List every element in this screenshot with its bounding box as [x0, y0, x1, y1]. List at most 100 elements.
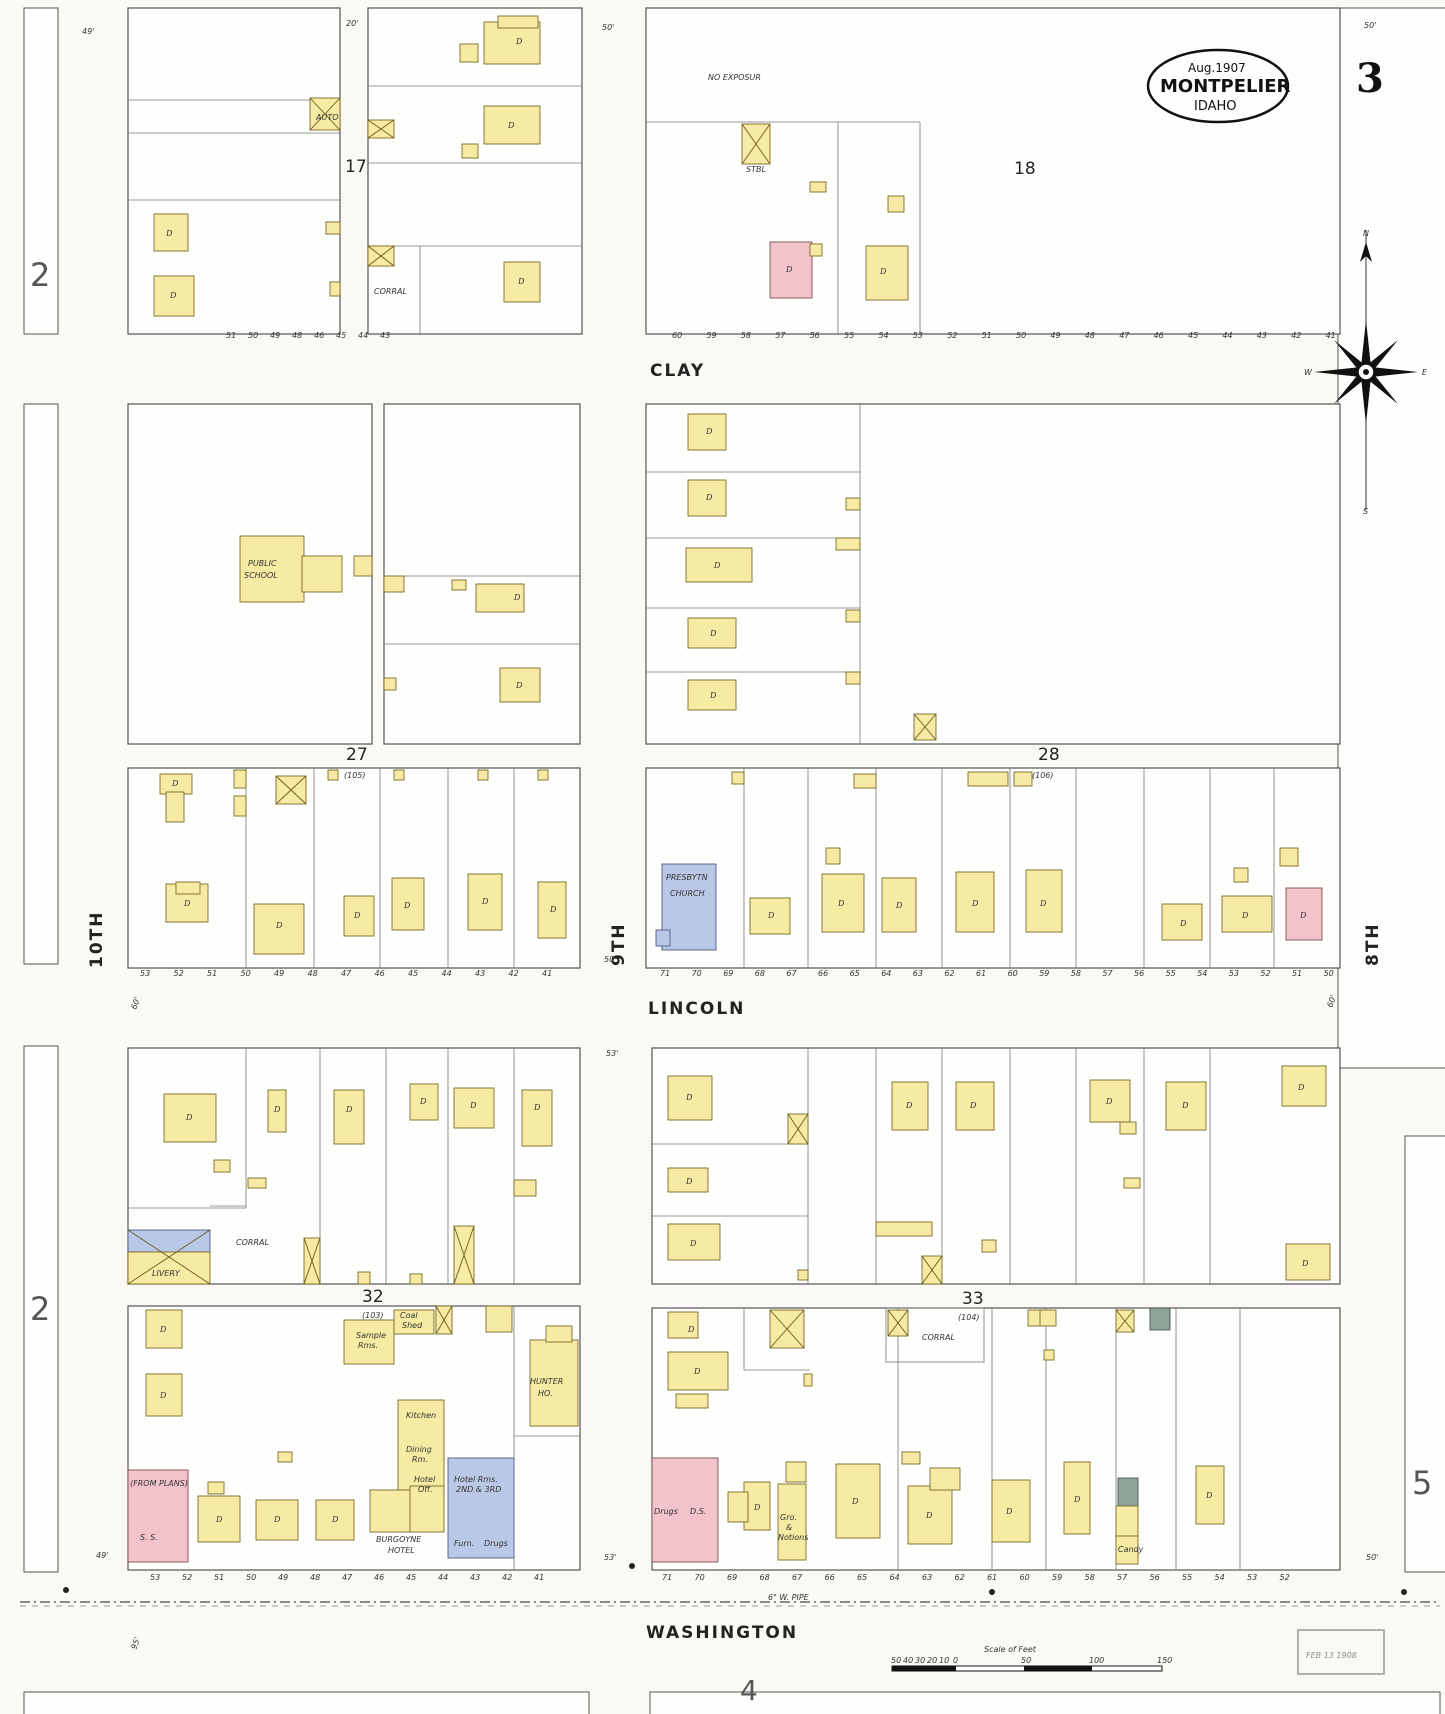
adjacent-block-left-mid [23, 403, 59, 965]
sample-rms-label-1: Sample [356, 1331, 386, 1340]
lot-number: 60 [1008, 969, 1018, 978]
adjacent-block-right-bottom [1404, 1135, 1445, 1573]
hydrant [629, 1563, 635, 1569]
lot-number: 63 [913, 969, 923, 978]
lot-number: 47 [1119, 331, 1130, 340]
dwelling-marker: D [1005, 1507, 1013, 1516]
lot-number: 55 [1166, 969, 1176, 978]
dining-rm-label-1: Dining [406, 1445, 432, 1454]
lot-number: 69 [727, 1573, 737, 1582]
scale-tick-label: 20 [927, 1656, 937, 1665]
lot-number: 44 [1222, 331, 1232, 340]
block-33-north [651, 1047, 1341, 1285]
lot-number: 62 [944, 969, 954, 978]
lot-number: 41 [534, 1573, 544, 1582]
lot-number: 57 [775, 331, 786, 340]
livery-label: LIVERY [152, 1269, 181, 1278]
lot-number: 68 [760, 1573, 770, 1582]
dwelling-marker: D [169, 291, 177, 300]
lot-number: 52 [182, 1573, 192, 1582]
lot-number: 52 [174, 969, 184, 978]
coal-shed-label-2: Shed [402, 1321, 423, 1330]
lot-number: 44 [442, 969, 452, 978]
lot-number: 41 [542, 969, 552, 978]
lot-number: 42 [509, 969, 519, 978]
dwelling-marker: D [709, 691, 717, 700]
drugs-label-33: Drugs [654, 1507, 678, 1516]
adjacent-block-left-top [23, 7, 59, 335]
lot-number: 48 [310, 1573, 320, 1582]
lot-number: 45 [1188, 331, 1198, 340]
lot-number: 47 [341, 969, 352, 978]
width-label: 49' [82, 27, 94, 36]
no-exposure-note: NO EXPOSUR [708, 73, 761, 82]
burgoyne-hotel-label-2: HOTEL [388, 1546, 415, 1555]
lot-number: 58 [741, 331, 751, 340]
lot-number: 51 [214, 1573, 224, 1582]
lot-number: 56 [1134, 969, 1144, 978]
lot-number: 49 [278, 1573, 288, 1582]
lot-number: 49 [270, 331, 280, 340]
lot-number: 65 [850, 969, 860, 978]
lot-number: 51 [982, 331, 992, 340]
dwelling-marker: D [517, 277, 525, 286]
dwelling-marker: D [709, 629, 717, 638]
dwelling-marker: D [685, 1177, 693, 1186]
lot-number: 46 [1154, 331, 1164, 340]
street-lincoln: LINCOLN [648, 999, 745, 1019]
dwelling-marker: D [171, 779, 179, 788]
lot-number: 48 [1085, 331, 1095, 340]
block-17 [127, 7, 583, 335]
lot-number: 61 [976, 969, 986, 978]
lot-number: 48 [292, 331, 302, 340]
width-label: 50' [1366, 1553, 1378, 1562]
lot-number: 70 [695, 1573, 705, 1582]
block-28 [645, 767, 1341, 969]
scale-title: Scale of Feet [984, 1645, 1037, 1654]
block-32-north [127, 1047, 581, 1285]
hunter-ho-label-2: HO. [538, 1389, 553, 1398]
notions-label: Notions [778, 1533, 808, 1542]
received-stamp: FEB 13 1908 [1297, 1629, 1385, 1675]
lot-number: 57 [1117, 1573, 1128, 1582]
lot-number: 47 [342, 1573, 353, 1582]
block-number-17: 17 [345, 157, 367, 177]
dwelling-marker: D [159, 1325, 167, 1334]
compass-e: E [1422, 368, 1428, 377]
lot-number: 53 [913, 331, 923, 340]
lot-number: 57 [1102, 969, 1113, 978]
lot-number: 51 [226, 331, 236, 340]
lot-number: 42 [1291, 331, 1301, 340]
street-clay: CLAY [650, 361, 705, 381]
dwelling-marker: D [275, 921, 283, 930]
adjacent-block-bottom-left [23, 1691, 590, 1714]
lot-number: 43 [475, 969, 485, 978]
dwelling-marker: D [469, 1101, 477, 1110]
corral-box-33 [885, 1307, 985, 1363]
lot-number: 42 [502, 1573, 512, 1582]
public-school-label-1: PUBLIC [248, 559, 277, 568]
dwelling-marker: D [159, 1391, 167, 1400]
corral-label-32: CORRAL [236, 1238, 269, 1247]
adjacent-sheet-4: 4 [740, 1674, 758, 1707]
stable-label: STBL [746, 165, 766, 174]
street-9th: 9TH [609, 922, 629, 966]
dwelling-marker: D [895, 901, 903, 910]
block-27-north [127, 403, 581, 745]
lot-number: 64 [881, 969, 891, 978]
lot-number: 44 [438, 1573, 448, 1582]
lot-number: 69 [723, 969, 733, 978]
dwelling-marker: D [549, 905, 557, 914]
lot-number: 54 [1197, 969, 1207, 978]
scale-tick-label: 40 [903, 1656, 913, 1665]
dwelling-marker: D [515, 37, 523, 46]
hotel-off-label-1: Hotel [414, 1475, 436, 1484]
block-number-32: 32 [362, 1287, 384, 1307]
lot-number: 50 [1324, 969, 1334, 978]
dwelling-marker: D [165, 229, 173, 238]
dwelling-marker: D [1299, 911, 1307, 920]
hotel-rms-label-1: Hotel Rms. [454, 1475, 498, 1484]
scale-tick-label: 0 [953, 1656, 958, 1665]
block-number-18: 18 [1014, 159, 1036, 179]
